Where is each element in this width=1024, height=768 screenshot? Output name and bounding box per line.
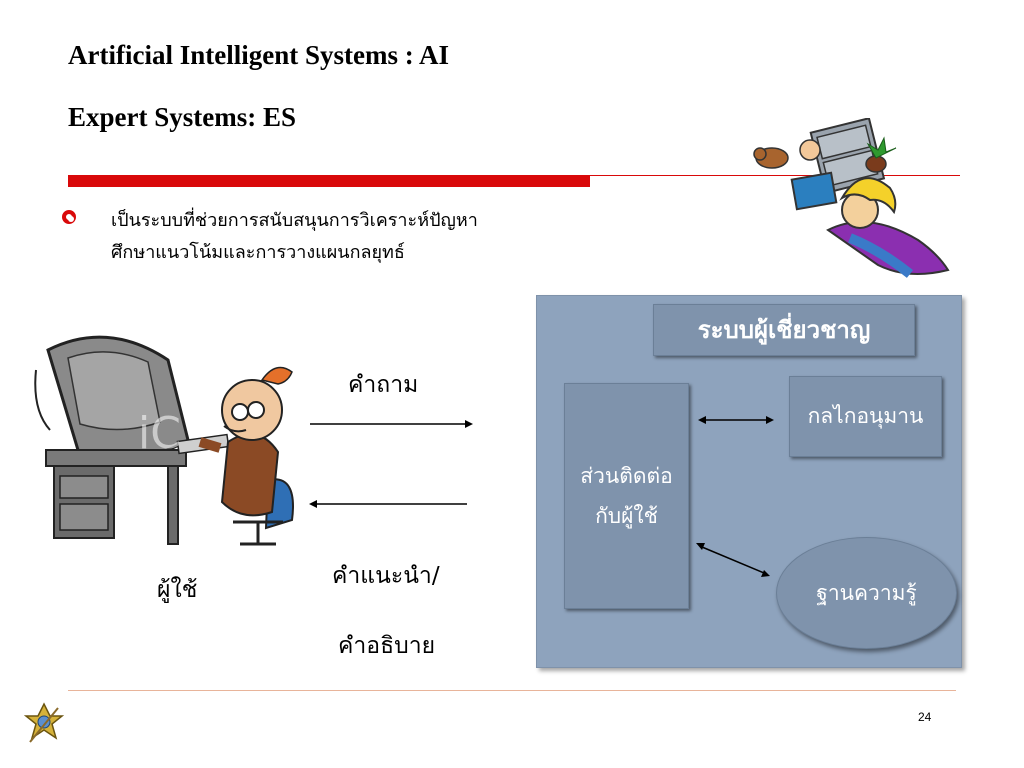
footer-line <box>68 690 956 691</box>
ui-kb-arrow <box>701 546 765 574</box>
superhero-clipart-image <box>753 118 950 278</box>
svg-text:iC: iC <box>138 408 181 459</box>
bullet-line-2: ศึกษาแนวโน้มและการวางแผนกลยุทธ์ <box>111 242 405 263</box>
user-interface-box: ส่วนติดต่อ กับผู้ใช้ <box>564 383 689 609</box>
advice-label-2: คำอธิบาย <box>338 633 436 659</box>
inference-engine-box: กลไกอนุมาน <box>789 376 942 457</box>
question-label: คำถาม <box>348 372 419 398</box>
expert-system-title: ระบบผู้เชี่ยวชาญ <box>653 304 915 356</box>
user-interface-line-2: กับผู้ใช้ <box>595 504 658 528</box>
ui-kb-arrowhead-right <box>761 570 770 577</box>
page-number: 24 <box>918 710 932 724</box>
advice-label-1: คำแนะนำ/ <box>332 563 440 589</box>
ui-kb-arrowhead-left <box>696 543 705 550</box>
bullet-icon <box>62 210 76 224</box>
user-interface-line-1: ส่วนติดต่อ <box>580 464 673 488</box>
logo-icon <box>24 702 64 743</box>
title-line-2: Expert Systems: ES <box>68 102 296 132</box>
advice-arrowhead <box>309 500 317 508</box>
bullet-text: เป็นระบบที่ช่วยการสนับสนุนการวิเคราะห์ปั… <box>111 205 551 269</box>
ui-engine-arrowhead-right <box>766 416 774 424</box>
flow-arrows <box>309 420 473 508</box>
title-underline-thin <box>590 175 960 176</box>
user-computer-clipart-image: iC <box>34 335 294 546</box>
question-arrowhead <box>465 420 473 428</box>
title-line-1: Artificial Intelligent Systems : AI <box>68 40 449 70</box>
knowledge-base-ellipse: ฐานความรู้ <box>776 537 957 649</box>
internal-arrows <box>696 416 774 577</box>
ui-engine-arrowhead-left <box>698 416 706 424</box>
user-label: ผู้ใช้ <box>157 577 198 603</box>
bullet-line-1: เป็นระบบที่ช่วยการสนับสนุนการวิเคราะห์ปั… <box>111 210 478 231</box>
title-underline-bar <box>68 175 590 187</box>
